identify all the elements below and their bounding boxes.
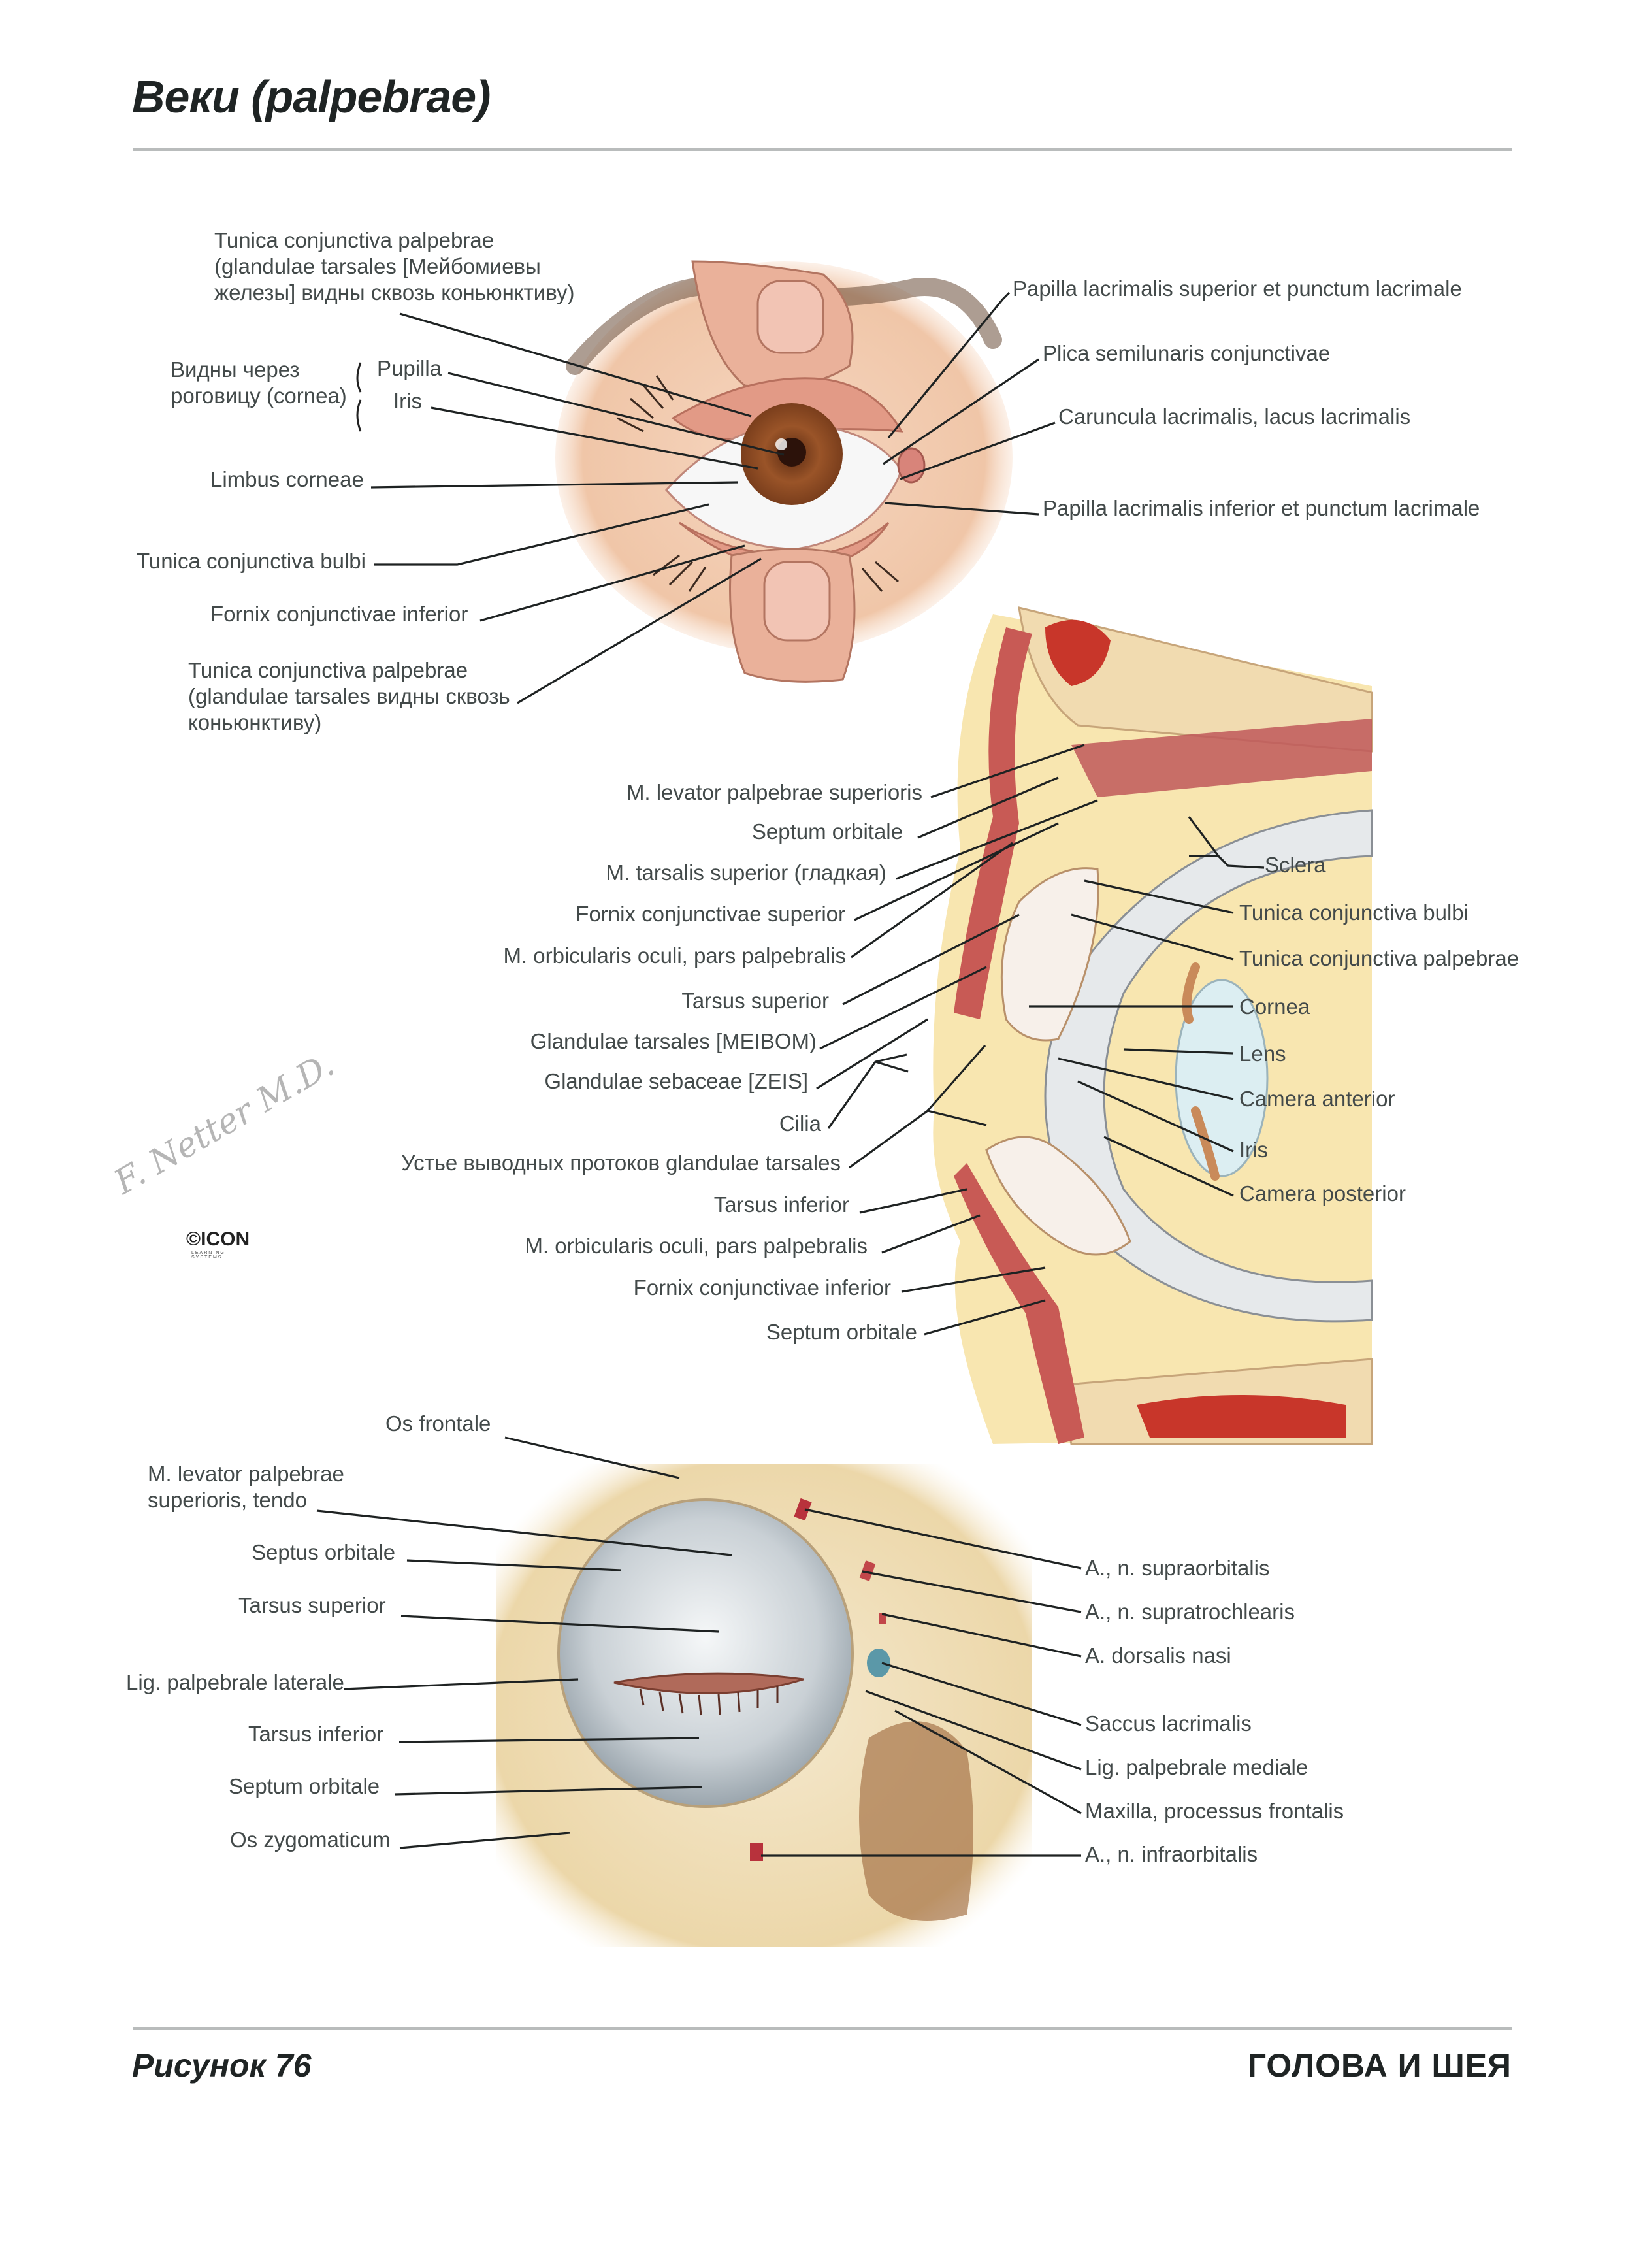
label-sclera: Sclera [1265, 853, 1326, 877]
label-septum-orbitale-lower: Septum orbitale [766, 1320, 917, 1344]
label-dorsalis-nasi: A. dorsalis nasi [1085, 1643, 1231, 1668]
label-visible-through-cornea: Видны через роговицу (cornea) [171, 357, 347, 408]
label-supraorbitalis: A., n. supraorbitalis [1085, 1556, 1270, 1580]
leader-lines [316, 291, 1265, 1857]
label-orbicularis-upper: M. orbicularis oculi, pars palpebralis [503, 944, 846, 968]
label-lig-palpebrale-laterale: Lig. palpebrale laterale [126, 1670, 344, 1694]
label-tarsus-superior-mid: Tarsus superior [681, 989, 829, 1013]
label-orbicularis-lower: M. orbicularis oculi, pars palpebralis [525, 1234, 868, 1258]
label-ustye-protokov: Устье выводных протоков glandulae tarsal… [401, 1151, 841, 1175]
label-levator-palpebrae: M. levator palpebrae superioris [626, 780, 922, 804]
label-tunica-conjunctiva-bulbi-mid: Tunica conjunctiva bulbi [1239, 900, 1469, 925]
label-caruncula-lacrimalis: Caruncula lacrimalis, lacus lacrimalis [1058, 404, 1411, 429]
label-camera-anterior: Camera anterior [1239, 1087, 1395, 1111]
label-tarsus-superior-bottom: Tarsus superior [238, 1593, 386, 1617]
label-glandulae-sebaceae: Glandulae sebaceae [ZEIS] [544, 1069, 808, 1093]
lower-fingernail [763, 561, 831, 642]
title-latin: (palpebrae) [251, 71, 491, 122]
supraorbital-vessels [794, 1498, 812, 1521]
section-name: ГОЛОВА И ШЕЯ [1247, 2047, 1512, 2084]
label-tunica-conjunctiva-palpebrae-bottom: Tunica conjunctiva palpebrae (glandulae … [188, 658, 510, 734]
label-fornix-inferior-top: Fornix conjunctivae inferior [210, 602, 468, 626]
label-septus-orbitale: Septus orbitale [252, 1540, 396, 1564]
label-limbus-corneae: Limbus corneae [210, 467, 364, 491]
label-iris-mid: Iris [1239, 1138, 1268, 1162]
label-saccus-lacrimalis: Saccus lacrimalis [1085, 1711, 1252, 1735]
levator-muscle [1071, 719, 1372, 797]
label-glandulae-tarsales: Glandulae tarsales [MEIBOM) [530, 1029, 817, 1053]
caruncula [897, 447, 926, 484]
label-infraorbitalis: A., n. infraorbitalis [1085, 1842, 1258, 1866]
iris-section-lower [1191, 1106, 1220, 1181]
label-os-zygomaticum: Os zygomaticum [230, 1828, 391, 1852]
label-camera-posterior: Camera posterior [1239, 1181, 1406, 1206]
label-lig-palpebrale-mediale: Lig. palpebrale mediale [1085, 1755, 1308, 1779]
upper-tarsus-section [1000, 867, 1099, 1042]
footer-divider [133, 2027, 1512, 2030]
label-septum-orbitale-upper: Septum orbitale [751, 819, 903, 844]
label-fornix-superior: Fornix conjunctivae superior [576, 902, 845, 926]
label-cilia: Cilia [779, 1111, 821, 1136]
infraorbital-vessels [750, 1843, 763, 1861]
orbicularis-lower [954, 1163, 1084, 1444]
label-papilla-lacrimalis-inferior: Papilla lacrimalis inferior et punctum l… [1043, 496, 1480, 520]
nasal-cavity-shadow [859, 1721, 973, 1921]
label-os-frontale: Os frontale [385, 1411, 491, 1436]
label-tunica-conjunctiva-palpebrae-mid: Tunica conjunctiva palpebrae [1239, 946, 1519, 970]
artist-signature: F. Netter M.D. ©ICON LEARNING SYSTEMS [108, 1045, 341, 1268]
label-iris-top: Iris [393, 389, 422, 413]
palpebral-fissure [613, 1672, 804, 1694]
eyelashes [617, 375, 899, 592]
title-russian: Веки [132, 71, 240, 122]
bracket [356, 362, 362, 432]
label-tunica-conjunctiva-bulbi-top: Tunica conjunctiva bulbi [137, 549, 366, 573]
dorsal-nasal-artery [879, 1613, 886, 1624]
label-tarsus-inferior-bottom: Tarsus inferior [248, 1722, 384, 1746]
bottom-eyelashes [639, 1686, 779, 1716]
figure-number: Рисунок 76 [132, 2047, 312, 2084]
figure-top-eye [555, 260, 1013, 683]
supratrochlear-vessels [859, 1560, 876, 1581]
label-tarsalis-superior: M. tarsalis superior (гладкая) [606, 861, 886, 885]
label-lens: Lens [1239, 1042, 1286, 1066]
header-divider [133, 148, 1512, 151]
lower-tarsus-section [985, 1136, 1131, 1256]
label-pupilla: Pupilla [377, 356, 442, 380]
label-supratrochlearis: A., n. supratrochlearis [1085, 1600, 1295, 1624]
figure-middle-section [933, 606, 1373, 1445]
orbital-septum [557, 1498, 854, 1808]
orbicularis-upper [954, 627, 1032, 1019]
label-papilla-lacrimalis-superior: Papilla lacrimalis superior et punctum l… [1013, 276, 1462, 301]
label-tunica-conjunctiva-palpebrae-top: Tunica conjunctiva palpebrae (glandulae … [214, 228, 575, 304]
label-cornea: Cornea [1239, 994, 1310, 1019]
icon-logo-sub: LEARNING SYSTEMS [191, 1251, 225, 1260]
label-fornix-inferior-mid: Fornix conjunctivae inferior [633, 1275, 891, 1300]
iris-section-upper [1182, 962, 1200, 1024]
label-tarsus-inferior-mid: Tarsus inferior [713, 1192, 849, 1217]
icon-logo: ©ICON [186, 1228, 250, 1250]
maxillary-sinus [1137, 1395, 1346, 1438]
frontal-sinus [1045, 619, 1111, 686]
label-plica-semilunaris: Plica semilunaris conjunctivae [1043, 341, 1331, 365]
page-title: Веки (palpebrae) [132, 71, 491, 123]
label-septum-orbitale-bottom: Septum orbitale [229, 1774, 380, 1798]
figure-bottom-orbit [496, 1464, 1032, 1947]
saccus-lacrimalis [867, 1649, 890, 1677]
upper-fingernail [756, 280, 824, 354]
label-maxilla-processus: Maxilla, processus frontalis [1085, 1799, 1344, 1823]
label-levator-tendo: M. levator palpebrae superioris, tendo [148, 1462, 344, 1512]
